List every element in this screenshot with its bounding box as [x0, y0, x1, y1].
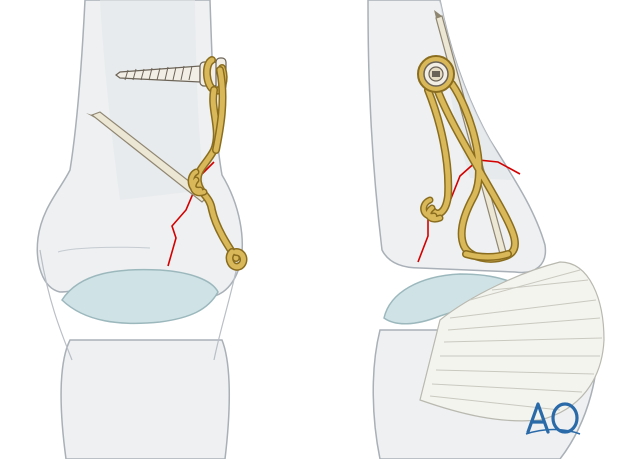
dorsal-capsule-inner: [57, 246, 151, 253]
ao-logo-a-glyph: [526, 402, 550, 434]
ao-logo-o-glyph: [551, 402, 579, 434]
dorsal-middle-phalanx: [60, 339, 231, 459]
lateral-view: [367, 0, 605, 459]
dorsal-cartilage: [61, 268, 219, 325]
lateral-volar-plate: [419, 261, 605, 422]
dorsal-bone-shading: [100, 0, 205, 200]
ao-logo-text: AO: [0, 0, 1, 1]
dorsal-capsule-left: [39, 249, 73, 361]
lateral-ligament-fibers: [429, 269, 603, 411]
ao-logo: [525, 402, 581, 435]
lateral-screw-head: [417, 55, 455, 93]
lateral-tension-band-wire: [420, 80, 519, 263]
dorsal-view: [36, 0, 248, 459]
dorsal-capsule-right: [213, 261, 239, 361]
lateral-fracture-line: [417, 159, 521, 263]
dorsal-tension-band-wire: [187, 56, 248, 271]
ao-logo-swoosh: [525, 428, 581, 435]
